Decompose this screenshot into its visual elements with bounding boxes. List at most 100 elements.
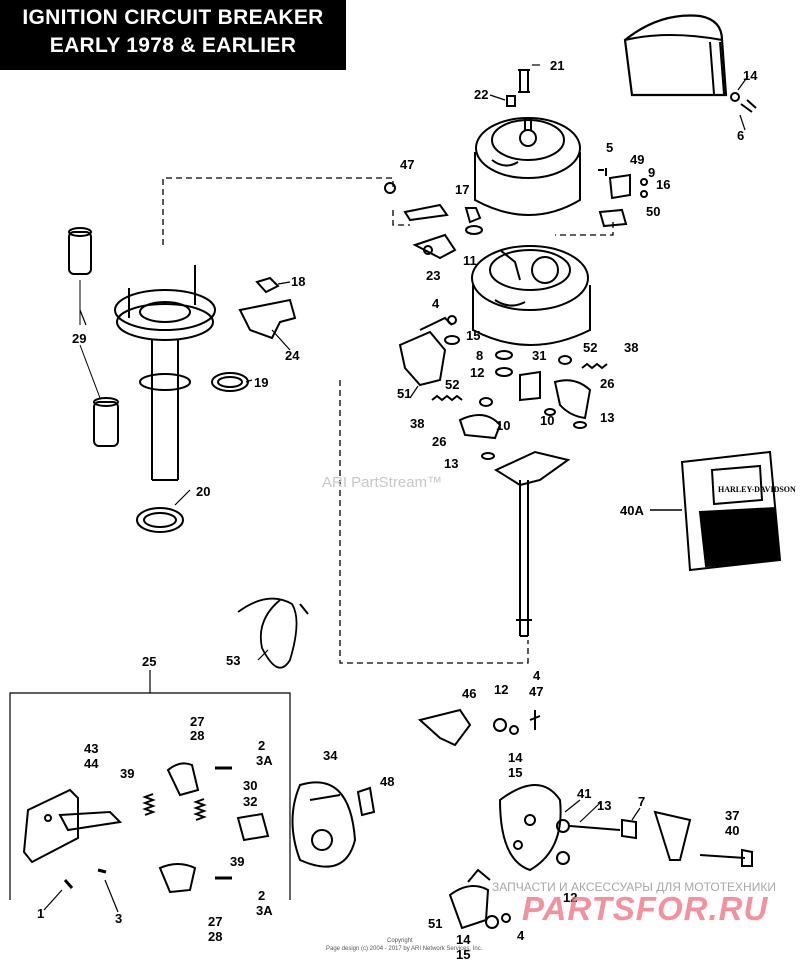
bolt-40 <box>699 848 753 867</box>
callout-4b: 4 <box>533 668 541 683</box>
callout-14c: 14 <box>456 932 471 947</box>
plate-24 <box>238 298 297 340</box>
copyright-label: Copyright <box>387 938 413 944</box>
callout-10a: 10 <box>540 413 554 428</box>
breaker-plate-43 <box>22 788 123 864</box>
washer-11 <box>465 225 483 235</box>
callout-numbers: 21 22 14 6 5 49 9 16 50 47 17 11 23 18 2… <box>37 58 758 962</box>
washer-12 <box>495 367 513 377</box>
callout-39b: 39 <box>230 854 244 869</box>
weight-26a <box>553 379 592 420</box>
part-48 <box>356 786 376 817</box>
condenser-51b <box>448 868 491 930</box>
washer-13b <box>481 452 495 460</box>
callout-19: 19 <box>254 375 268 390</box>
leader-lines <box>43 64 749 913</box>
callout-11: 11 <box>463 253 477 268</box>
callout-41: 41 <box>577 786 591 801</box>
washer-52b <box>479 397 493 407</box>
callout-15b: 15 <box>508 765 522 780</box>
lower-breaker-housing <box>471 245 591 346</box>
wire-53 <box>237 597 309 669</box>
callout-31: 31 <box>532 348 546 363</box>
nut-17 <box>464 207 482 224</box>
upper-breaker-housing <box>474 117 581 216</box>
spring-39b <box>193 798 207 821</box>
spring-38b <box>431 394 463 402</box>
callout-17: 17 <box>455 182 469 197</box>
distributor-cap <box>623 14 728 97</box>
callout-3a-top: 3A <box>256 753 273 768</box>
washer-15 <box>444 335 460 345</box>
distributor-base <box>114 265 216 481</box>
callout-1: 1 <box>37 906 44 921</box>
callout-15a: 15 <box>466 328 480 343</box>
bracket-46 <box>417 708 472 747</box>
weight-base-shaft <box>493 450 571 637</box>
callout-12b: 12 <box>494 682 508 697</box>
cam-31 <box>519 370 541 402</box>
callout-40a: 40A <box>620 503 644 518</box>
screw-4c <box>501 913 511 923</box>
callout-28b: 28 <box>208 929 222 944</box>
callout-3: 3 <box>115 911 122 926</box>
weight-27b <box>158 863 197 894</box>
callout-34: 34 <box>323 748 338 763</box>
callout-9: 9 <box>648 165 655 180</box>
callout-18: 18 <box>291 274 305 289</box>
callout-14a: 14 <box>743 68 758 83</box>
harley-kit-box-40a <box>680 450 782 572</box>
spring-39a <box>142 793 156 816</box>
weight-27a <box>166 762 200 797</box>
callout-27a: 27 <box>190 714 204 729</box>
plate-34 <box>291 781 357 868</box>
callout-28a: 28 <box>190 728 204 743</box>
callout-47a: 47 <box>400 157 414 172</box>
bracket-49 <box>598 168 648 228</box>
callout-23: 23 <box>426 268 440 283</box>
washer-20 <box>136 507 184 533</box>
callout-5: 5 <box>606 140 613 155</box>
callout-39a: 39 <box>120 766 134 781</box>
callout-30: 30 <box>243 778 257 793</box>
callout-21: 21 <box>550 58 564 73</box>
callout-26b: 26 <box>432 434 446 449</box>
callout-12c: 12 <box>563 890 577 905</box>
callout-10b: 10 <box>496 418 510 433</box>
callout-27b: 27 <box>208 914 222 929</box>
screw-4 <box>447 315 457 325</box>
contact-set-23 <box>403 203 457 260</box>
diagram-title: IGNITION CIRCUIT BREAKER EARLY 1978 & EA… <box>0 0 346 70</box>
callout-16: 16 <box>656 177 670 192</box>
callout-51b: 51 <box>428 916 442 931</box>
callout-13b: 13 <box>444 456 458 471</box>
partsfor-logo: PARTSFOR.RU <box>522 890 769 927</box>
callout-6: 6 <box>737 128 744 143</box>
title-line-2: EARLY 1978 & EARLIER <box>49 34 297 57</box>
washer-15c <box>485 915 499 929</box>
callout-51a: 51 <box>397 386 411 401</box>
callout-3a-bottom: 3A <box>256 903 273 918</box>
ru-caption: ЗАПЧАСТИ И АКСЕССУАРЫ ДЛЯ МОТОТЕХНИКИ <box>492 880 776 894</box>
title-line-1: IGNITION CIRCUIT BREAKER <box>22 6 324 29</box>
screw-7 <box>569 818 637 840</box>
washer-8 <box>495 350 513 360</box>
advance-plate-41 <box>498 784 562 872</box>
callout-38a: 38 <box>624 340 638 355</box>
callout-12a: 12 <box>470 365 484 380</box>
callout-44: 44 <box>84 756 99 771</box>
callout-22: 22 <box>474 87 488 102</box>
washer-19 <box>211 372 249 392</box>
cam-30 <box>236 812 270 842</box>
weight-26b <box>458 414 502 440</box>
washer-13d <box>556 819 570 833</box>
page-design-credit: Page design (c) 2004 - 2017 by ARI Netwo… <box>326 946 483 952</box>
callout-15c: 15 <box>456 947 470 962</box>
pin-1 <box>63 879 74 889</box>
callout-2a: 2 <box>258 738 265 753</box>
callout-13a: 13 <box>600 410 614 425</box>
callout-40: 40 <box>725 823 739 838</box>
screw-47b <box>529 710 541 730</box>
washer-13c <box>544 408 556 416</box>
callout-38b: 38 <box>410 416 424 431</box>
